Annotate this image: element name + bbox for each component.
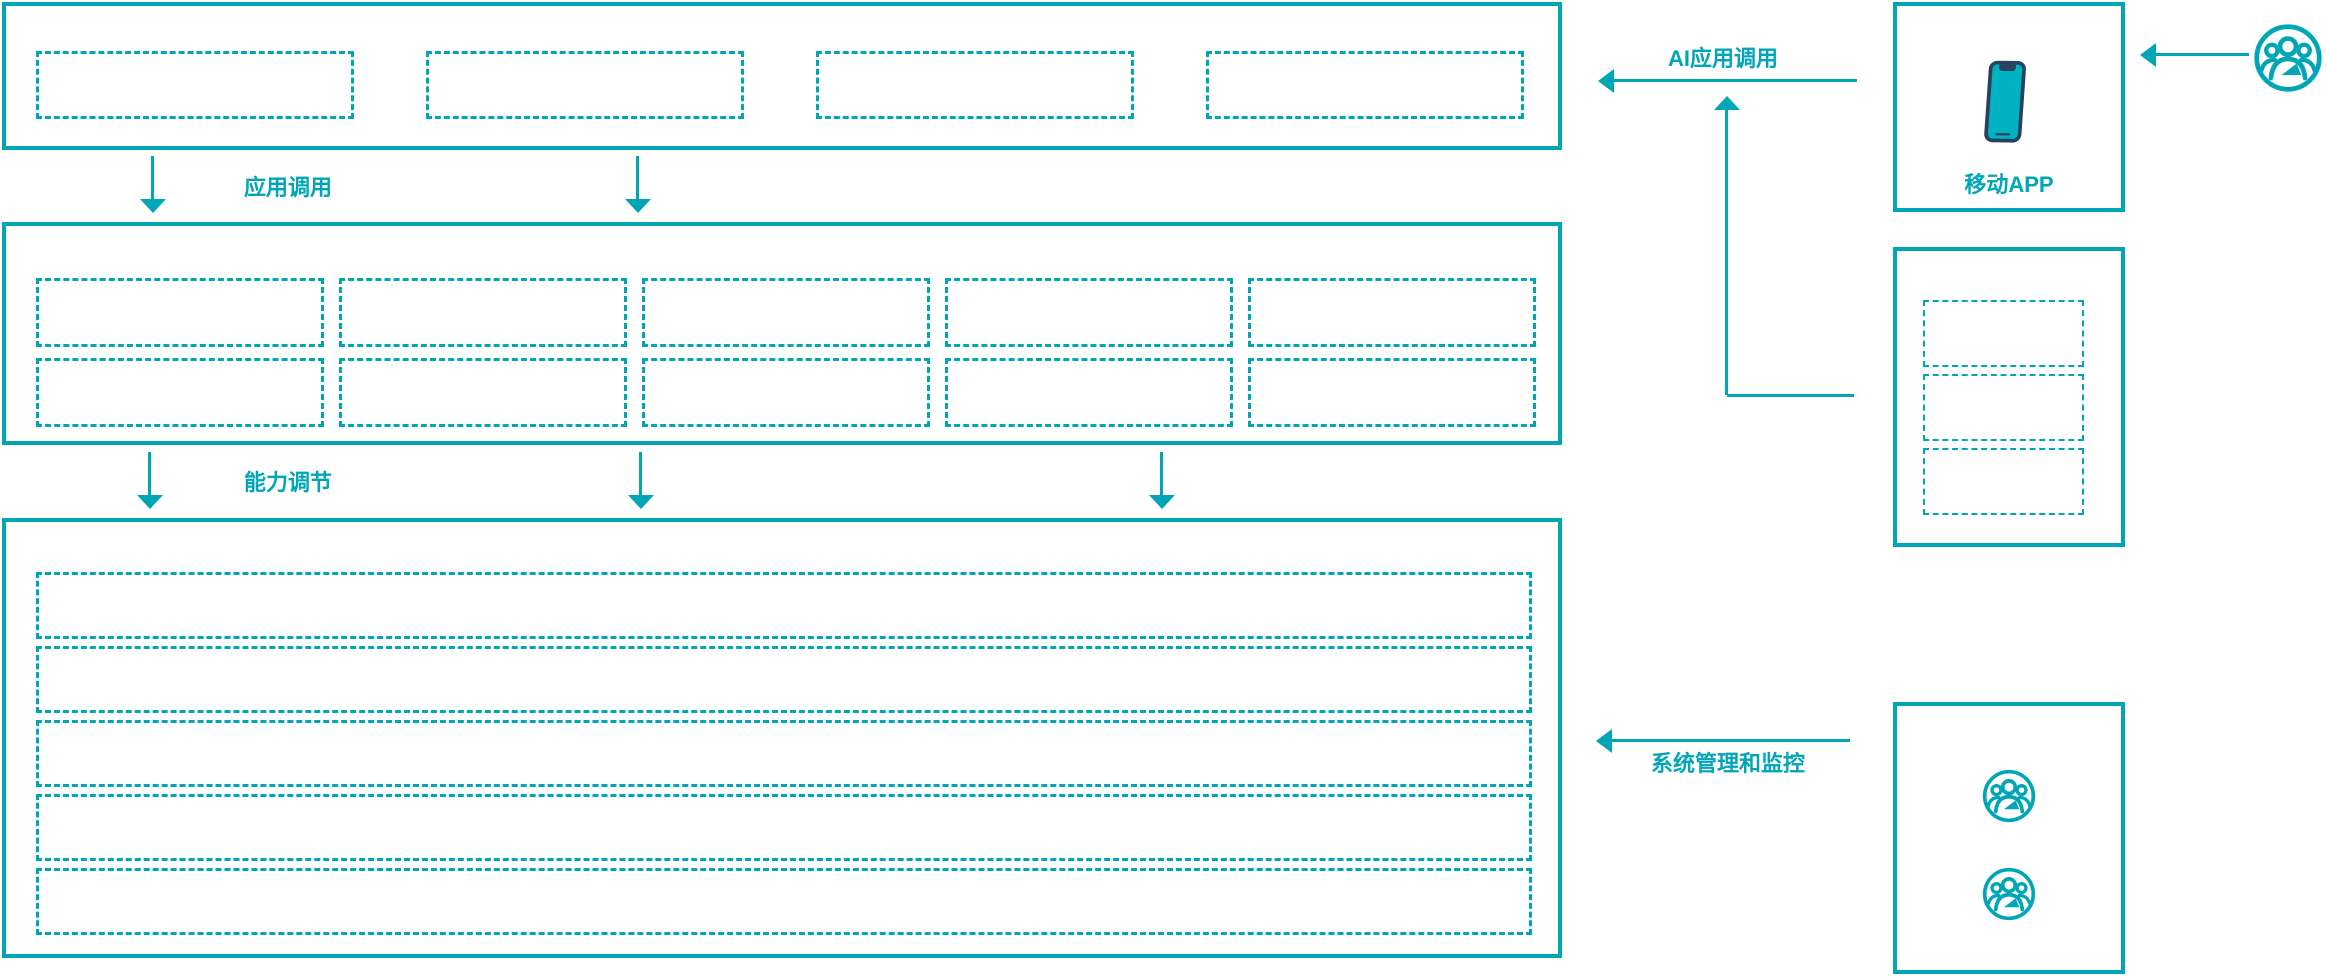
users-icon <box>1981 768 2037 824</box>
arrow-line <box>1160 452 1163 496</box>
top-layer-slots <box>36 51 1524 119</box>
platform-row-slot <box>36 572 1532 639</box>
capability-slot <box>945 278 1233 347</box>
users-icon <box>1981 866 2037 922</box>
middle-layer-row-1 <box>36 278 1536 347</box>
top-application-layer <box>2 2 1562 150</box>
capability-arrow-right <box>1149 452 1175 510</box>
arrow-line <box>636 156 639 200</box>
capability-slot <box>1248 358 1536 427</box>
service-card-slots <box>1923 300 2084 515</box>
smartphone-icon <box>1979 56 2031 150</box>
mobile-app-label: 移动APP <box>1964 172 2054 197</box>
platform-row-slot <box>36 646 1532 713</box>
middle-capability-layer <box>2 222 1562 445</box>
arrow-line <box>151 156 154 200</box>
platform-row-slot <box>36 868 1532 935</box>
application-slot <box>816 51 1134 119</box>
ai-call-arrow <box>1598 69 1857 93</box>
capability-slot <box>1248 278 1536 347</box>
middle-layer-row-2 <box>36 358 1536 427</box>
application-slot <box>426 51 744 119</box>
app-call-arrow-right <box>625 156 651 214</box>
service-up-arrow <box>1714 96 1740 396</box>
arrow-line <box>1725 109 1728 395</box>
arrow-up-icon <box>1714 96 1740 110</box>
service-slot <box>1923 448 2084 515</box>
capability-slot <box>945 358 1233 427</box>
admin-card <box>1893 702 2125 974</box>
monitor-label: 系统管理和监控 <box>1651 751 1806 776</box>
arrow-left-icon <box>1596 729 1612 753</box>
arrow-down-icon <box>625 199 651 213</box>
arrow-down-icon <box>1149 495 1175 509</box>
capability-slot <box>642 278 930 347</box>
arrow-line <box>2155 53 2249 56</box>
app-call-arrow-left <box>140 156 166 214</box>
service-connector-line <box>1727 394 1854 397</box>
arrow-line <box>148 452 151 496</box>
capability-arrow-middle <box>628 452 654 510</box>
service-slot <box>1923 300 2084 367</box>
arrow-left-icon <box>2140 43 2156 67</box>
capability-slot <box>36 278 324 347</box>
monitor-arrow <box>1596 729 1850 753</box>
arrow-line <box>1613 79 1857 82</box>
platform-row-slot <box>36 794 1532 861</box>
arrow-left-icon <box>1598 69 1614 93</box>
ai-call-label: AI应用调用 <box>1668 46 1779 71</box>
mobile-app-card: 移动APP <box>1893 2 2125 212</box>
app-call-label: 应用调用 <box>244 175 333 200</box>
application-slot <box>36 51 354 119</box>
service-card <box>1893 247 2125 547</box>
arrow-down-icon <box>137 495 163 509</box>
capability-label: 能力调节 <box>244 470 333 495</box>
capability-slot <box>339 358 627 427</box>
application-slot <box>1206 51 1524 119</box>
arrow-line <box>1611 739 1850 742</box>
capability-slot <box>642 358 930 427</box>
bottom-platform-layer <box>2 518 1562 958</box>
arrow-down-icon <box>628 495 654 509</box>
capability-slot <box>36 358 324 427</box>
users-icon <box>2252 21 2324 95</box>
capability-arrow-left <box>137 452 163 510</box>
arrow-down-icon <box>140 199 166 213</box>
user-to-app-arrow <box>2140 43 2249 67</box>
platform-row-slot <box>36 720 1532 787</box>
service-slot <box>1923 374 2084 441</box>
arrow-line <box>639 452 642 496</box>
capability-slot <box>339 278 627 347</box>
bottom-layer-rows <box>36 572 1532 935</box>
